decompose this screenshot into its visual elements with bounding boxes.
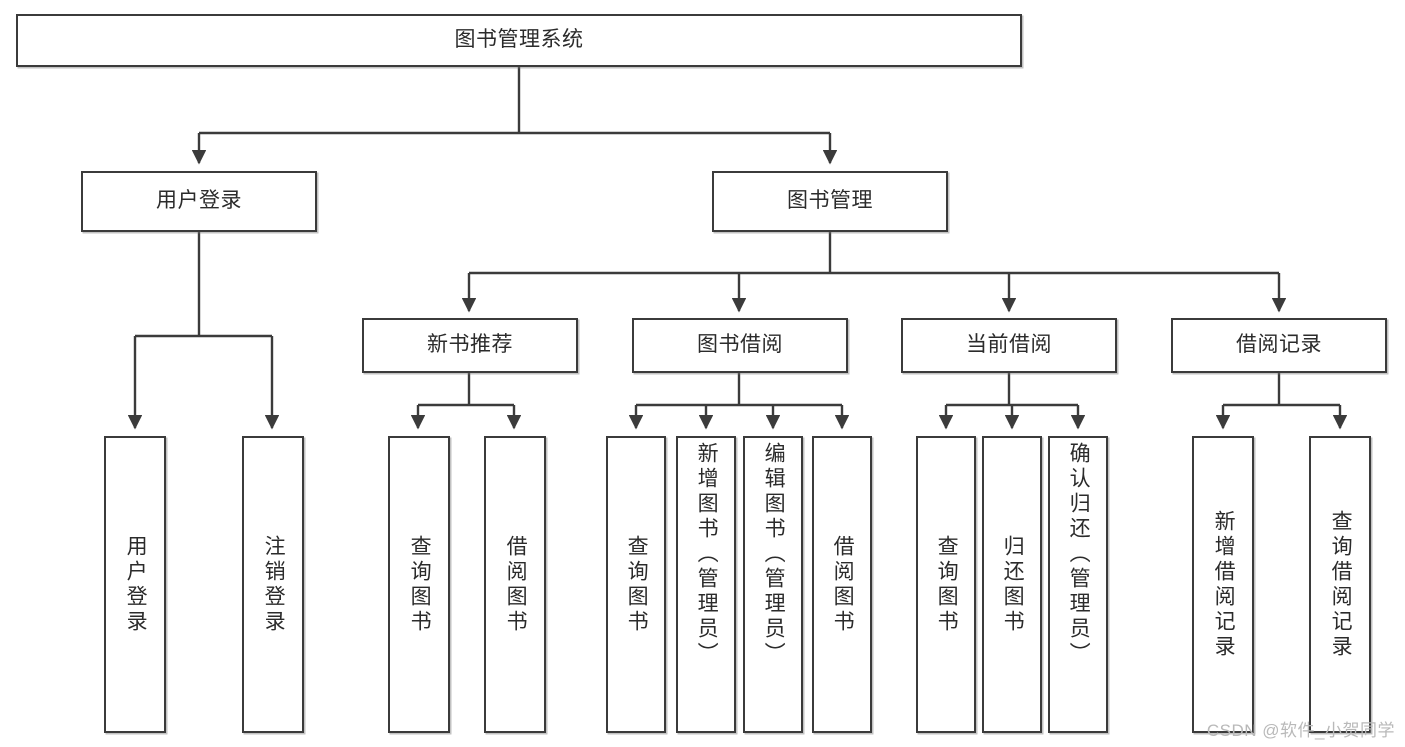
vertical-text-wrap: 查询借阅记录 bbox=[1327, 438, 1353, 731]
leaf-user-login[interactable]: 用户登录 bbox=[104, 436, 166, 733]
node-current-borrow[interactable]: 当前借阅 bbox=[901, 318, 1117, 373]
node-label: 编辑图书（管理员） bbox=[762, 442, 786, 667]
node-label: 新书推荐 bbox=[427, 333, 513, 357]
node-label: 借阅记录 bbox=[1236, 333, 1322, 357]
vertical-text-wrap: 确认归还（管理员） bbox=[1065, 438, 1091, 735]
leaf-borrow-book[interactable]: 借阅图书 bbox=[812, 436, 872, 733]
node-borrow-record[interactable]: 借阅记录 bbox=[1171, 318, 1387, 373]
node-label: 借阅图书 bbox=[831, 534, 855, 635]
node-label: 借阅图书 bbox=[504, 534, 528, 635]
vertical-text-wrap: 新增借阅记录 bbox=[1210, 438, 1236, 731]
vertical-text-wrap: 用户登录 bbox=[122, 438, 148, 731]
node-new-book-recommend[interactable]: 新书推荐 bbox=[362, 318, 578, 373]
vertical-text-wrap: 借阅图书 bbox=[829, 438, 855, 731]
node-book-management[interactable]: 图书管理 bbox=[712, 171, 948, 232]
node-user-login[interactable]: 用户登录 bbox=[81, 171, 317, 232]
node-label: 查询图书 bbox=[625, 534, 649, 635]
node-label: 新增借阅记录 bbox=[1212, 509, 1236, 660]
leaf-query-book-borrow[interactable]: 查询图书 bbox=[606, 436, 666, 733]
vertical-text-wrap: 查询图书 bbox=[406, 438, 432, 731]
leaf-logout[interactable]: 注销登录 bbox=[242, 436, 304, 733]
node-label: 确认归还（管理员） bbox=[1067, 442, 1091, 667]
leaf-query-book-current[interactable]: 查询图书 bbox=[916, 436, 976, 733]
node-label: 用户登录 bbox=[124, 534, 148, 635]
vertical-text-wrap: 查询图书 bbox=[933, 438, 959, 731]
node-label: 查询图书 bbox=[408, 534, 432, 635]
leaf-add-borrow-record[interactable]: 新增借阅记录 bbox=[1192, 436, 1254, 733]
leaf-edit-book-admin[interactable]: 编辑图书（管理员） bbox=[743, 436, 803, 733]
node-label: 当前借阅 bbox=[966, 333, 1052, 357]
vertical-text-wrap: 编辑图书（管理员） bbox=[760, 438, 786, 735]
node-label: 查询借阅记录 bbox=[1329, 509, 1353, 660]
node-label: 注销登录 bbox=[262, 534, 286, 635]
node-label: 归还图书 bbox=[1001, 534, 1025, 635]
leaf-borrow-book-recommend[interactable]: 借阅图书 bbox=[484, 436, 546, 733]
node-label: 图书管理 bbox=[787, 189, 873, 213]
leaf-add-book-admin[interactable]: 新增图书（管理员） bbox=[676, 436, 736, 733]
leaf-return-book[interactable]: 归还图书 bbox=[982, 436, 1042, 733]
vertical-text-wrap: 新增图书（管理员） bbox=[693, 438, 719, 735]
vertical-text-wrap: 查询图书 bbox=[623, 438, 649, 731]
node-label: 新增图书（管理员） bbox=[695, 442, 719, 667]
node-book-management-system[interactable]: 图书管理系统 bbox=[16, 14, 1022, 67]
vertical-text-wrap: 注销登录 bbox=[260, 438, 286, 731]
node-label: 查询图书 bbox=[935, 534, 959, 635]
vertical-text-wrap: 归还图书 bbox=[999, 438, 1025, 731]
vertical-text-wrap: 借阅图书 bbox=[502, 438, 528, 731]
leaf-query-book-recommend[interactable]: 查询图书 bbox=[388, 436, 450, 733]
leaf-confirm-return-admin[interactable]: 确认归还（管理员） bbox=[1048, 436, 1108, 733]
leaf-query-borrow-record[interactable]: 查询借阅记录 bbox=[1309, 436, 1371, 733]
node-label: 用户登录 bbox=[156, 189, 242, 213]
node-label: 图书借阅 bbox=[697, 333, 783, 357]
node-book-borrow[interactable]: 图书借阅 bbox=[632, 318, 848, 373]
node-label: 图书管理系统 bbox=[454, 28, 584, 52]
